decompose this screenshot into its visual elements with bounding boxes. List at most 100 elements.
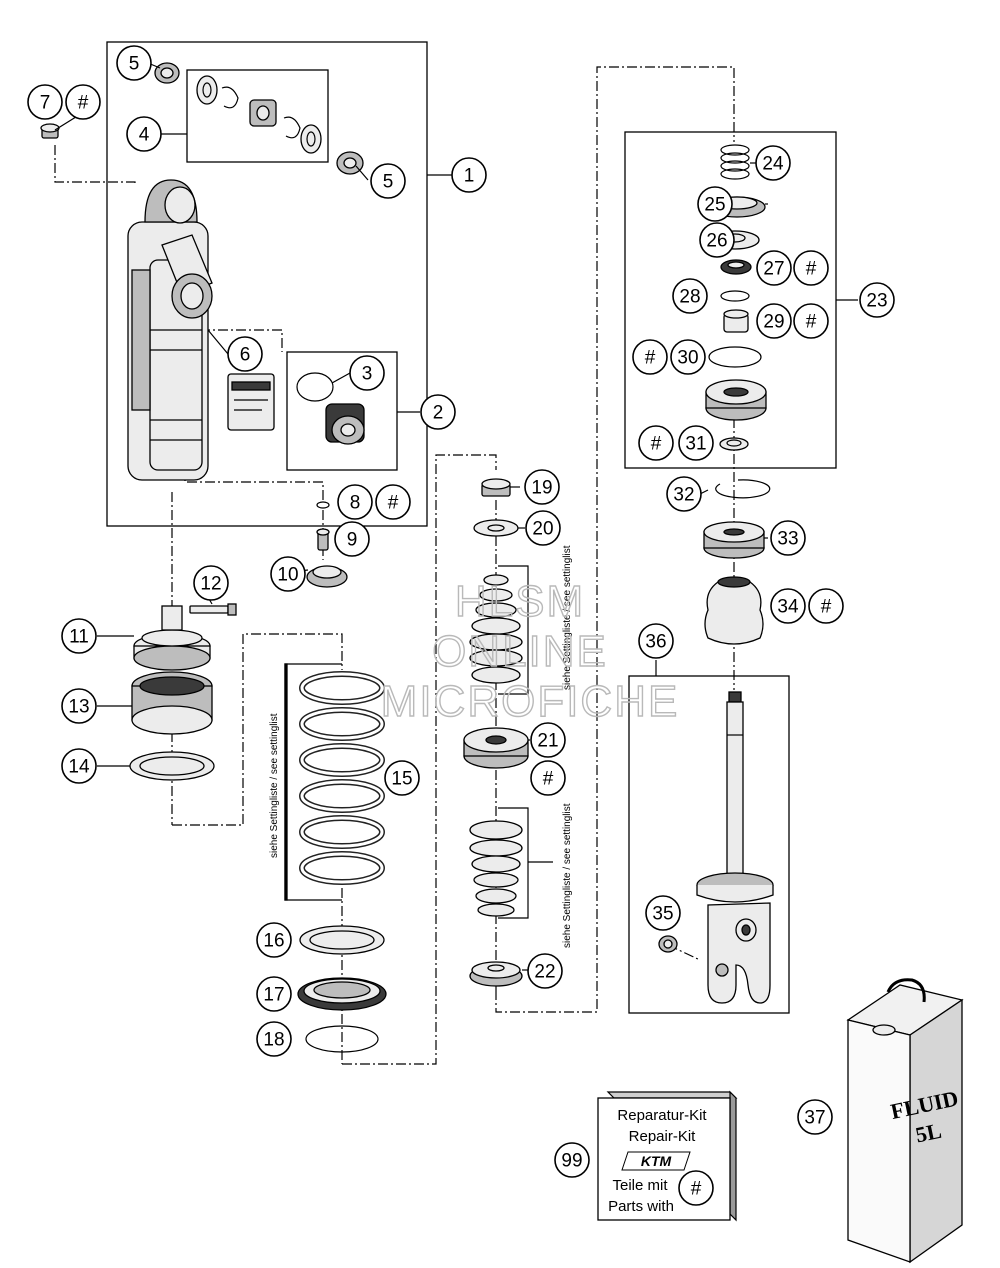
callout-19: 19	[524, 469, 560, 505]
callout-hash: #	[632, 339, 668, 375]
watermark-line-2: ONLINE	[432, 627, 608, 676]
callout-30: 30	[670, 339, 706, 375]
part-10-cap	[306, 565, 348, 588]
callout-10: 10	[270, 556, 306, 592]
callout-label: 32	[673, 485, 694, 506]
callout-14: 14	[61, 748, 97, 784]
callout-label: #	[645, 348, 656, 369]
callout-label: 36	[645, 632, 666, 653]
watermark-line-1: HLSM	[455, 577, 585, 626]
callout-label: 4	[139, 125, 150, 146]
part-29-bushing	[723, 309, 749, 333]
centerline-stack	[342, 454, 497, 1065]
callout-label: 21	[537, 731, 558, 752]
setting-note-compression: siehe Settingliste / see settinglist	[562, 803, 573, 948]
callout-15: 15	[384, 760, 420, 796]
callout-32: 32	[666, 476, 702, 512]
callout-label: #	[806, 259, 817, 280]
callout-17: 17	[256, 976, 292, 1012]
callout-label: 29	[763, 312, 784, 333]
centerline-spring	[172, 633, 343, 826]
callout-label: #	[543, 769, 554, 790]
reservoir-frame-2	[286, 351, 398, 471]
callout-3: 3	[349, 355, 385, 391]
part-9-valve	[316, 528, 330, 551]
part-5-bushing-bottom	[336, 151, 364, 175]
callout-label: 37	[804, 1108, 825, 1129]
part-7-plug	[40, 123, 60, 139]
callout-5: 5	[370, 163, 406, 199]
callout-label: 26	[706, 231, 727, 252]
callout-label: 28	[679, 287, 700, 308]
fluid-can: FLUID 5L	[846, 978, 964, 1264]
fluid-label-2: 5L	[913, 1118, 943, 1148]
part-16-seat	[299, 925, 385, 955]
watermark-line-3: MICROFICHE	[381, 677, 680, 726]
callout-label: 15	[391, 769, 412, 790]
callout-label: 11	[69, 627, 89, 648]
callout-18: 18	[256, 1021, 292, 1057]
assembly-frame-1	[106, 41, 428, 527]
part-31-seal	[719, 437, 749, 451]
callout-label: 25	[704, 195, 725, 216]
callout-label: 1	[464, 166, 475, 187]
part-32-circlip	[715, 479, 771, 499]
callout-9: 9	[334, 521, 370, 557]
callout-37: 37	[797, 1099, 833, 1135]
centerline-rod	[495, 66, 735, 1013]
callout-label: 34	[777, 597, 799, 618]
part-19-nut	[481, 478, 511, 497]
centerline-7	[54, 145, 136, 186]
callout-label: 2	[433, 403, 444, 424]
repair-kit-box: Reparatur-Kit Repair-Kit KTM Teile mit P…	[597, 1090, 738, 1222]
callout-13: 13	[61, 688, 97, 724]
callout-36: 36	[638, 623, 674, 659]
callout-label: 3	[362, 364, 373, 385]
kit-line-2: Repair-Kit	[629, 1128, 697, 1145]
callout-8: 8	[337, 484, 373, 520]
part-24-spring	[720, 144, 750, 180]
callout-20: 20	[525, 510, 561, 546]
callout-label: 35	[652, 904, 673, 925]
setting-note-rebound: siehe Settingliste / see settinglist	[562, 545, 573, 690]
callout-7: 7	[27, 84, 63, 120]
callout-label: 20	[532, 519, 553, 540]
part-34-bump-stop	[704, 576, 764, 645]
callout-33: 33	[770, 520, 806, 556]
callout-hash: #	[65, 84, 101, 120]
callout-label: 5	[129, 54, 140, 75]
callout-hash: #	[793, 250, 829, 286]
callout-label: 99	[561, 1151, 582, 1172]
part-21-piston	[463, 727, 529, 769]
part-12-bolt	[189, 603, 237, 616]
callout-99: 99	[554, 1142, 590, 1178]
callout-2: 2	[420, 394, 456, 430]
callout-label: 6	[240, 345, 251, 366]
part-28-washer	[720, 290, 750, 302]
callout-label: 30	[677, 348, 698, 369]
part-11-clamp-ring	[133, 605, 211, 671]
watermark: HLSM ONLINE MICROFICHE	[380, 576, 680, 726]
part-22-stop-plate	[469, 961, 523, 987]
ktm-logo: KTM	[641, 1153, 672, 1169]
part-27-seal	[720, 259, 752, 275]
callout-hash: #	[678, 1170, 714, 1206]
callout-label: 5	[383, 172, 394, 193]
callout-label: 16	[263, 931, 284, 952]
callout-hash: #	[638, 425, 674, 461]
callout-label: #	[691, 1179, 702, 1200]
part-36-piston-rod	[696, 691, 774, 1004]
callout-label: #	[821, 597, 832, 618]
part-6-shock-body	[127, 179, 275, 481]
part-13-adjuster-nut	[131, 671, 213, 735]
callout-11: 11	[61, 618, 97, 654]
callout-25: 25	[697, 186, 733, 222]
callout-label: 23	[866, 291, 887, 312]
callout-22: 22	[527, 953, 563, 989]
callout-21: 21	[530, 722, 566, 758]
part-18-circlip	[305, 1025, 379, 1053]
callout-label: 33	[777, 529, 798, 550]
callout-label: 8	[350, 493, 361, 514]
seal-head-body	[705, 379, 767, 421]
kit-line-1: Reparatur-Kit	[617, 1107, 707, 1124]
